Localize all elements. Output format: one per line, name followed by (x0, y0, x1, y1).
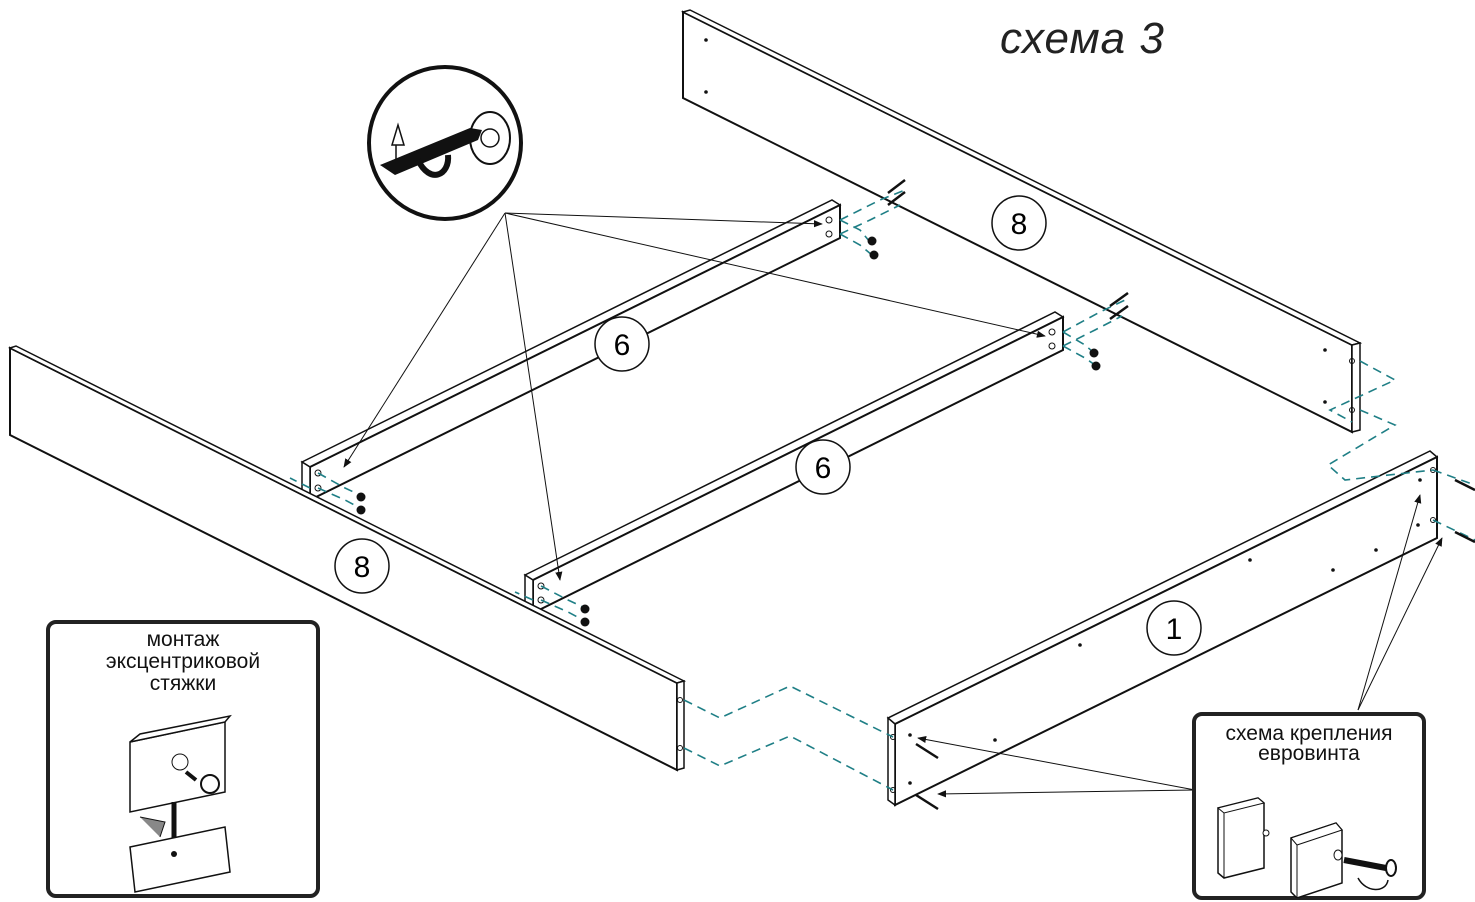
eccentric-mount-inset: монтаж эксцентриковой стяжки (46, 620, 320, 898)
screwdriver-detail-magnifier (369, 67, 521, 219)
arrow-down-icon (140, 817, 165, 837)
callout-leaders (344, 213, 1442, 794)
screw-head-icon (1386, 860, 1396, 876)
eccentric-illustration (50, 702, 316, 902)
svg-text:1: 1 (1166, 613, 1183, 646)
svg-text:6: 6 (815, 452, 832, 485)
part-label-6-middle: 6 (796, 440, 850, 494)
eccentric-label-line2: эксцентриковой (50, 652, 316, 672)
panel-6-left (302, 200, 840, 500)
svg-text:8: 8 (354, 551, 371, 584)
cam-icon (201, 775, 219, 793)
eurovint-label-line2: евровинта (1196, 744, 1422, 764)
part-label-6-left: 6 (595, 317, 649, 371)
part-label-1: 1 (1147, 601, 1201, 655)
svg-text:6: 6 (614, 329, 631, 362)
assembly-guide-lines (290, 190, 1475, 790)
eurovint-illustration (1196, 768, 1422, 898)
eccentric-label-line1: монтаж (50, 630, 316, 650)
part-label-8-back: 8 (992, 196, 1046, 250)
rotate-icon (1358, 878, 1388, 890)
eurovint-scheme-inset: схема крепления евровинта (1192, 712, 1426, 900)
svg-text:8: 8 (1011, 208, 1028, 241)
eccentric-label-line3: стяжки (50, 674, 316, 694)
part-label-8-left: 8 (335, 539, 389, 593)
eurovint-label-line1: схема крепления (1196, 724, 1422, 744)
